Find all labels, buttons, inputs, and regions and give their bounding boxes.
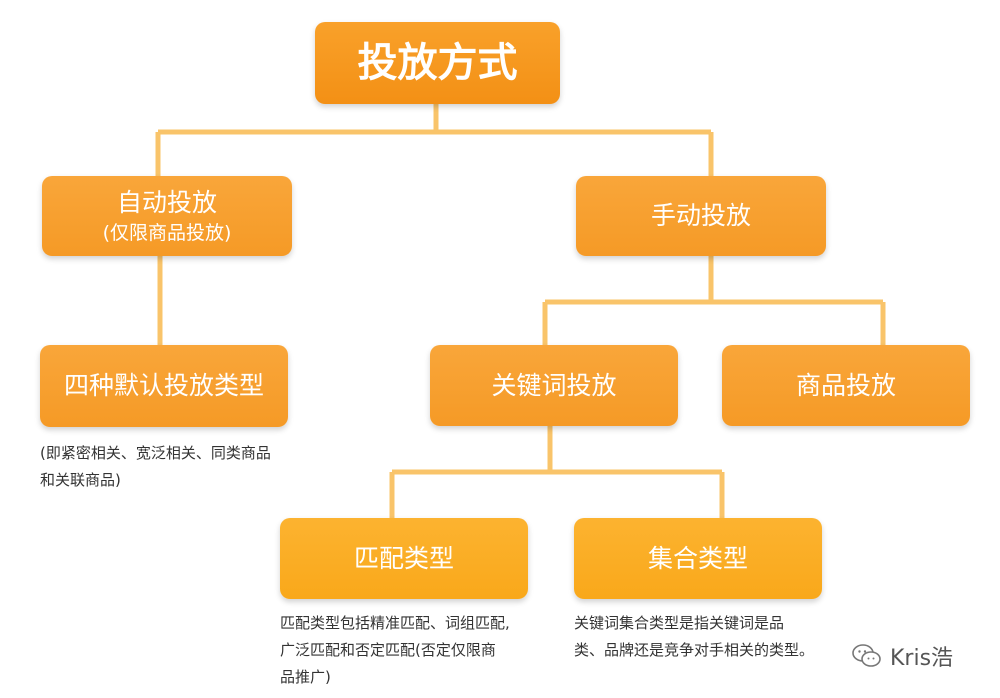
node-set-type-label: 集合类型 (647, 543, 748, 573)
note-four-types-line: (即紧密相关、宽泛相关、同类商品 (40, 444, 271, 462)
note-match-type-line: 广泛匹配和否定匹配(否定仅限商 (280, 641, 496, 659)
watermark-text: Kris浩 (890, 646, 954, 671)
note-set-type-line: 类、品牌还是竞争对手相关的类型。 (574, 641, 815, 659)
node-four-types: 四种默认投放类型 (40, 345, 288, 427)
node-four-types-label: 四种默认投放类型 (63, 371, 264, 401)
node-root: 投放方式 (315, 22, 560, 104)
node-manual: 手动投放 (576, 176, 826, 256)
node-auto-sublabel: (仅限商品投放) (102, 221, 232, 244)
wechat-icon (852, 644, 881, 667)
node-manual-label: 手动投放 (650, 201, 751, 231)
node-match-type-label: 匹配类型 (353, 543, 454, 573)
node-product: 商品投放 (722, 345, 970, 426)
node-auto-label: 自动投放 (116, 187, 217, 217)
note-four-types: (即紧密相关、宽泛相关、同类商品 和关联商品) (40, 440, 271, 494)
note-set-type-line: 关键词集合类型是指关键词是品 (574, 614, 785, 632)
node-keyword: 关键词投放 (430, 345, 678, 426)
note-match-type-line: 匹配类型包括精准匹配、词组匹配, (280, 614, 510, 632)
node-root-label: 投放方式 (357, 40, 518, 86)
watermark: Kris浩 (852, 640, 953, 672)
note-match-type: 匹配类型包括精准匹配、词组匹配, 广泛匹配和否定匹配(否定仅限商 品推广) (280, 610, 510, 691)
node-product-label: 商品投放 (795, 370, 896, 400)
node-keyword-label: 关键词投放 (491, 370, 617, 400)
node-match-type: 匹配类型 (280, 518, 528, 599)
node-set-type: 集合类型 (574, 518, 822, 599)
note-four-types-line: 和关联商品) (40, 471, 121, 489)
note-set-type: 关键词集合类型是指关键词是品 类、品牌还是竞争对手相关的类型。 (574, 610, 814, 664)
note-match-type-line: 品推广) (280, 668, 331, 686)
node-auto: 自动投放 (仅限商品投放) (42, 176, 292, 256)
